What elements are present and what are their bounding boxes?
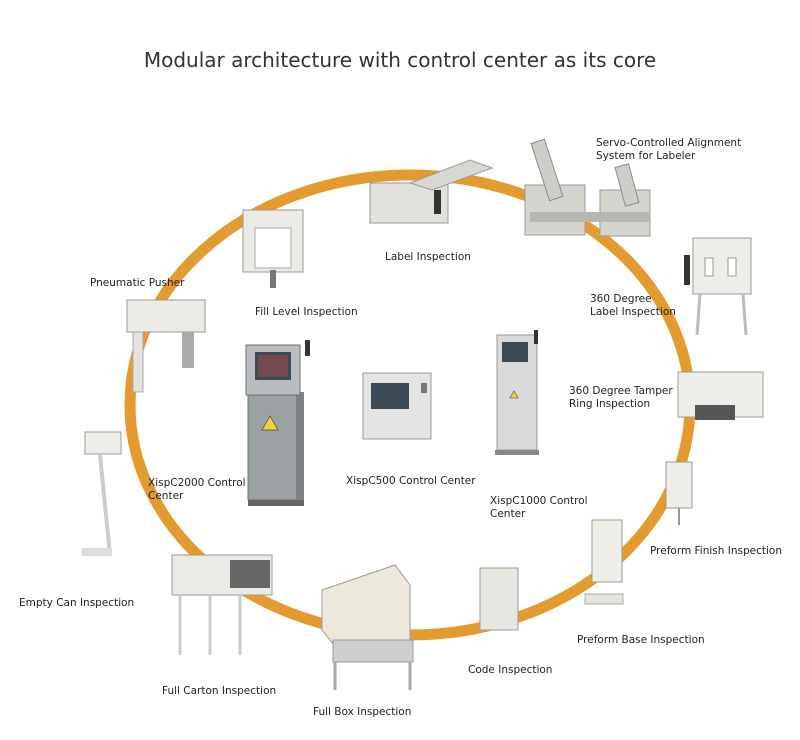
label-pneumatic-pusher: Pneumatic Pusher <box>90 277 185 289</box>
label-xispc2000: XispC2000 Control Center <box>148 477 246 503</box>
full-box-machine <box>321 564 414 690</box>
label-servo-line1: Servo-Controlled Alignment <box>596 137 742 149</box>
label-preform-finish: Preform Finish Inspection <box>650 545 782 557</box>
xispc1000-cabinet <box>495 330 539 455</box>
label-xispc2000-line1: XispC2000 Control <box>148 477 246 489</box>
label-preform-base: Preform Base Inspection <box>577 634 705 646</box>
full-carton-machine <box>171 554 273 655</box>
label-fill-level: Fill Level Inspection <box>255 306 358 318</box>
label-full-box: Full Box Inspection <box>313 706 412 718</box>
diagram-title: Modular architecture with control center… <box>143 48 657 72</box>
label-code: Code Inspection <box>468 664 553 676</box>
deg360-tamper-machine <box>677 371 764 420</box>
fill-level-machine <box>242 209 304 288</box>
label-label-inspection: Label Inspection <box>385 251 471 263</box>
label-inspection-machine <box>369 159 494 224</box>
label-360-label: 360 Degree Label Inspection <box>590 293 676 319</box>
label-xispc1000-line2: Center <box>490 508 526 520</box>
label-xispc1000-line1: XispC1000 Control <box>490 495 588 507</box>
label-full-carton: Full Carton Inspection <box>162 685 277 697</box>
label-360-tamper-line1: 360 Degree Tamper <box>569 385 673 397</box>
label-xispc500: XispC500 Control Center <box>346 475 476 487</box>
label-360-tamper: 360 Degree Tamper Ring Inspection <box>569 385 673 411</box>
label-360-label-line1: 360 Degree <box>590 293 652 305</box>
label-360-label-line2: Label Inspection <box>590 306 676 318</box>
label-empty-can: Empty Can Inspection <box>19 597 135 609</box>
label-servo-line2: System for Labeler <box>596 150 696 162</box>
xispc500-cabinet <box>362 372 432 440</box>
deg360-label-machine <box>684 237 752 336</box>
preform-finish-machine <box>665 461 693 525</box>
empty-can-machine <box>82 431 122 556</box>
code-inspection-machine <box>479 567 519 631</box>
servo-alignment-machine <box>524 138 651 237</box>
xispc2000-cabinet <box>245 340 310 506</box>
label-360-tamper-line2: Ring Inspection <box>569 398 651 410</box>
pneumatic-pusher-machine <box>126 299 206 393</box>
preform-base-machine <box>584 519 624 605</box>
label-servo: Servo-Controlled Alignment System for La… <box>596 137 741 163</box>
label-xispc2000-line2: Center <box>148 490 184 502</box>
label-xispc1000: XispC1000 Control Center <box>490 495 588 521</box>
